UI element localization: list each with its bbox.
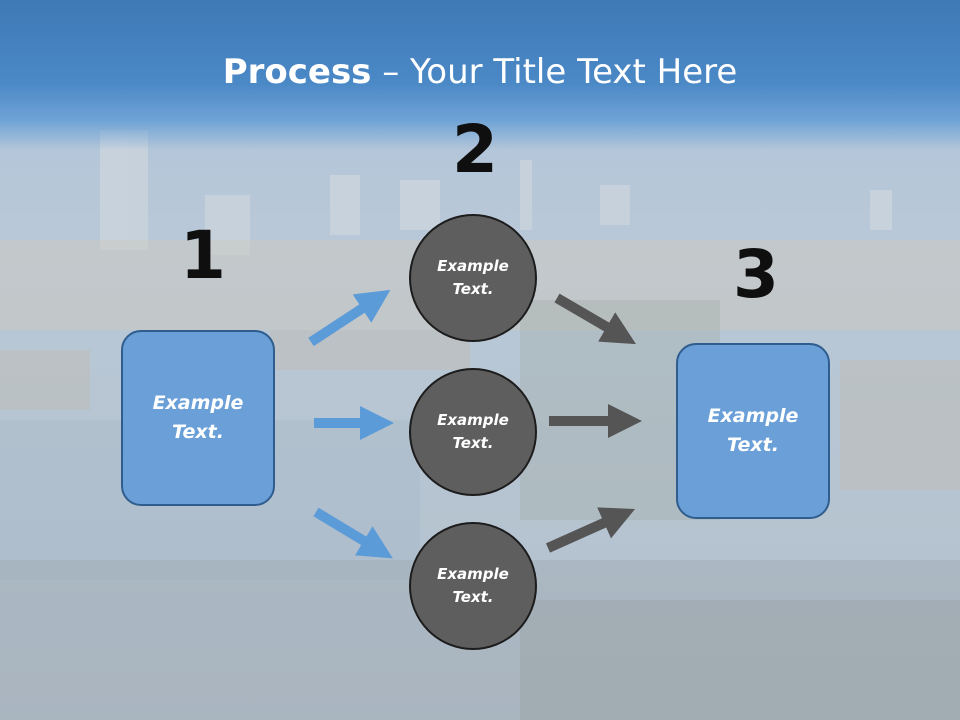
step-number-1: 1 bbox=[180, 217, 226, 294]
step-2-circle-bottom-label: Example Text. bbox=[437, 565, 509, 606]
arrow-2a-to-3 bbox=[554, 293, 637, 345]
step-1-box: Example Text. bbox=[121, 330, 275, 506]
header-band bbox=[0, 0, 960, 150]
arrow-2c-to-3 bbox=[545, 507, 636, 553]
step-3-label: Example Text. bbox=[707, 405, 799, 456]
title-rest: – Your Title Text Here bbox=[371, 52, 738, 92]
step-2-circle-top-label: Example Text. bbox=[437, 257, 509, 298]
step-1-label: Example Text. bbox=[152, 392, 244, 443]
arrow-1-to-2c bbox=[313, 507, 393, 559]
step-2-circle-middle: Example Text. bbox=[409, 368, 537, 496]
arrow-1-to-2a bbox=[308, 289, 391, 347]
step-number-3: 3 bbox=[733, 236, 779, 313]
step-3-box: Example Text. bbox=[676, 343, 830, 519]
slide-title: Process – Your Title Text Here bbox=[0, 52, 960, 92]
step-2-circle-middle-label: Example Text. bbox=[437, 411, 509, 452]
step-number-2: 2 bbox=[452, 111, 498, 188]
step-2-circle-top: Example Text. bbox=[409, 214, 537, 342]
title-bold: Process bbox=[222, 52, 372, 92]
step-2-circle-bottom: Example Text. bbox=[409, 522, 537, 650]
